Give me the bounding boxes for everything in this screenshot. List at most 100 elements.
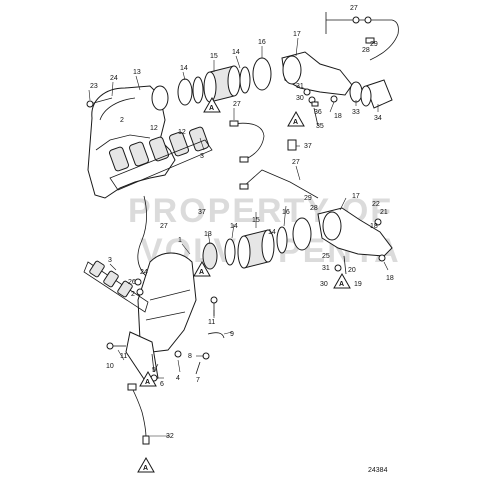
callout-16-lower: 16: [282, 209, 290, 216]
lower-part-2: [136, 288, 144, 296]
lower-plug-30: [334, 264, 342, 272]
callout-24-upper: 24: [110, 75, 118, 82]
upper-sleeve-15: [203, 65, 241, 103]
warning-triangle-lower-left: A: [193, 260, 211, 277]
callout-17-lower: 17: [352, 193, 360, 200]
callout-21: 21: [380, 209, 388, 216]
upper-manifold-ports: [109, 126, 209, 172]
leader-lines: [88, 37, 389, 437]
lower-exhaust-manifold-assembly: [83, 169, 393, 445]
callout-6: 6: [160, 381, 164, 388]
sensor-cable-32: [131, 387, 147, 439]
callout-30-upper: 30: [296, 95, 304, 102]
callout-5: 5: [152, 367, 156, 374]
callout-1: 1: [178, 237, 182, 244]
callout-26: 26: [128, 279, 136, 286]
callout-35: 35: [316, 123, 324, 130]
callout-14-upper-a: 14: [180, 65, 188, 72]
upper-stud-35: [313, 107, 319, 127]
callout-37-upper: 37: [304, 143, 312, 150]
callout-12-upper-a: 12: [150, 125, 158, 132]
callout-28-lower: 28: [310, 205, 318, 212]
upper-bracket-29: [365, 37, 375, 44]
lower-part-21: [374, 218, 382, 226]
upper-ring-14b: [239, 66, 251, 94]
lower-bolt-11: [210, 296, 218, 304]
callout-14-lower-a: 14: [230, 223, 238, 230]
callout-16-upper: 16: [258, 39, 266, 46]
callout-22: 22: [372, 201, 380, 208]
upper-nut-36: [311, 101, 319, 107]
upper-washer-31: [303, 88, 311, 96]
callout-25: 25: [322, 253, 330, 260]
upper-flange-16: [252, 57, 272, 91]
figure-number: 24384: [368, 467, 388, 474]
callout-15-lower: 15: [252, 217, 260, 224]
lower-part-26: [134, 278, 142, 286]
upper-clamp-33: [349, 81, 363, 103]
lower-hose-27: [243, 169, 319, 199]
callout-32: 32: [166, 433, 174, 440]
warning-triangle-lower-right: A: [333, 272, 351, 289]
callout-18-upper: 18: [334, 113, 342, 120]
callout-7: 7: [196, 377, 200, 384]
callout-2-upper: 2: [120, 117, 124, 124]
upper-sensor-37: [287, 139, 297, 151]
callout-27-lower: 27: [292, 159, 300, 166]
callout-24-lower: 24: [140, 269, 148, 276]
callout-13-lower: 13: [204, 231, 212, 238]
lower-sleeve-15: [237, 229, 275, 269]
callout-34: 34: [374, 115, 382, 122]
callout-15-upper: 15: [210, 53, 218, 60]
callout-23: 23: [90, 83, 98, 90]
callout-12-upper-b: 12: [178, 129, 186, 136]
callout-18-lower-a: 18: [370, 223, 378, 230]
callout-3-lower: 3: [108, 257, 112, 264]
lower-part-4: [174, 350, 182, 358]
warning-letter: A: [145, 379, 150, 386]
callout-31-upper: 31: [296, 83, 304, 90]
lower-ring-14a: [224, 238, 236, 266]
callout-29-lower: 29: [304, 195, 312, 202]
lower-flange-16: [292, 217, 312, 251]
warning-letter: A: [293, 119, 298, 126]
warning-triangle-sensor-top: A: [139, 370, 157, 387]
lower-stud-19: [343, 255, 347, 275]
callout-29: 29: [370, 41, 378, 48]
callout-28: 28: [362, 47, 370, 54]
upper-ring-13: [177, 78, 193, 106]
upper-outlet-pipe-34: [365, 79, 393, 109]
lower-sensor-cable: [137, 195, 147, 277]
warning-letter: A: [143, 465, 148, 472]
callout-numbers: 23 24 13 14 15 14 16 17 27 29 28 27 2 12…: [90, 5, 394, 440]
warning-letter: A: [209, 105, 214, 112]
callout-37-lower: 37: [198, 209, 206, 216]
lower-stud-5: [151, 353, 155, 373]
callout-4: 4: [176, 375, 180, 382]
callout-14-upper-b: 14: [232, 49, 240, 56]
warning-triangle-sensor-bottom: A: [137, 456, 155, 473]
callout-3-upper: 3: [200, 153, 204, 160]
upper-part-18: [330, 95, 338, 103]
callout-8: 8: [188, 353, 192, 360]
warning-triangle-upper-left: A: [203, 96, 221, 113]
lower-part-18: [378, 254, 386, 262]
callout-30-lower: 30: [320, 281, 328, 288]
callout-17-upper: 17: [293, 31, 301, 38]
callout-9: 9: [230, 331, 234, 338]
callout-18-lower-b: 18: [386, 275, 394, 282]
warning-letter: A: [339, 281, 344, 288]
callout-27-top: 27: [350, 5, 358, 12]
upper-gasket: [109, 139, 213, 191]
warning-letter: A: [199, 269, 204, 276]
callout-19: 19: [354, 281, 362, 288]
callout-31-lower: 31: [322, 265, 330, 272]
callout-13-upper: 13: [133, 69, 141, 76]
callout-36: 36: [314, 109, 322, 116]
upper-bolt-23: [86, 100, 94, 108]
callout-11-left: 11: [120, 353, 127, 360]
lower-plug-7: [195, 361, 201, 375]
callout-10: 10: [106, 363, 114, 370]
upper-hose-27: [231, 122, 265, 161]
callout-27-upper: 27: [233, 101, 241, 108]
